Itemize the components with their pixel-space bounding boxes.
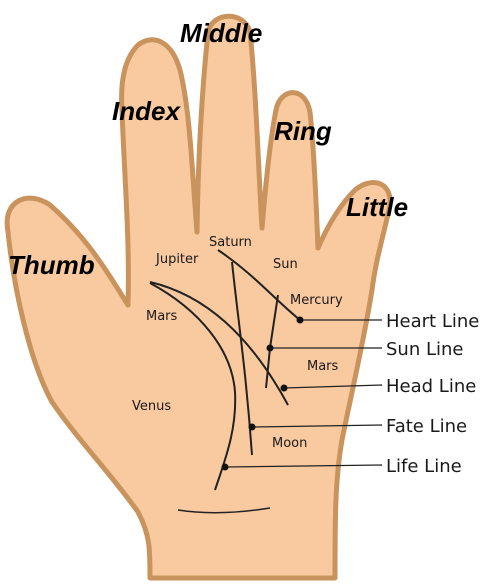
label-thumb: Thumb bbox=[8, 250, 95, 280]
label-mars-lower: Mars bbox=[307, 359, 339, 374]
label-saturn: Saturn bbox=[209, 235, 252, 250]
label-jupiter: Jupiter bbox=[155, 252, 199, 267]
dot-sun bbox=[267, 345, 274, 352]
label-middle: Middle bbox=[180, 18, 262, 48]
label-little: Little bbox=[346, 192, 408, 222]
label-head-line: Head Line bbox=[386, 376, 476, 397]
dot-fate bbox=[249, 424, 256, 431]
label-mars-upper: Mars bbox=[146, 309, 178, 324]
label-fate-line: Fate Line bbox=[386, 416, 467, 437]
label-mercury: Mercury bbox=[290, 293, 343, 308]
dot-head bbox=[281, 385, 288, 392]
label-ring: Ring bbox=[274, 116, 332, 146]
label-venus: Venus bbox=[132, 399, 171, 414]
label-sun-mount: Sun bbox=[273, 257, 298, 272]
dot-life bbox=[222, 464, 229, 471]
label-life-line: Life Line bbox=[386, 456, 462, 477]
dot-heart bbox=[297, 317, 304, 324]
label-sun-line: Sun Line bbox=[386, 339, 463, 360]
label-heart-line: Heart Line bbox=[386, 311, 479, 332]
label-index: Index bbox=[112, 96, 181, 126]
label-moon: Moon bbox=[272, 436, 307, 451]
